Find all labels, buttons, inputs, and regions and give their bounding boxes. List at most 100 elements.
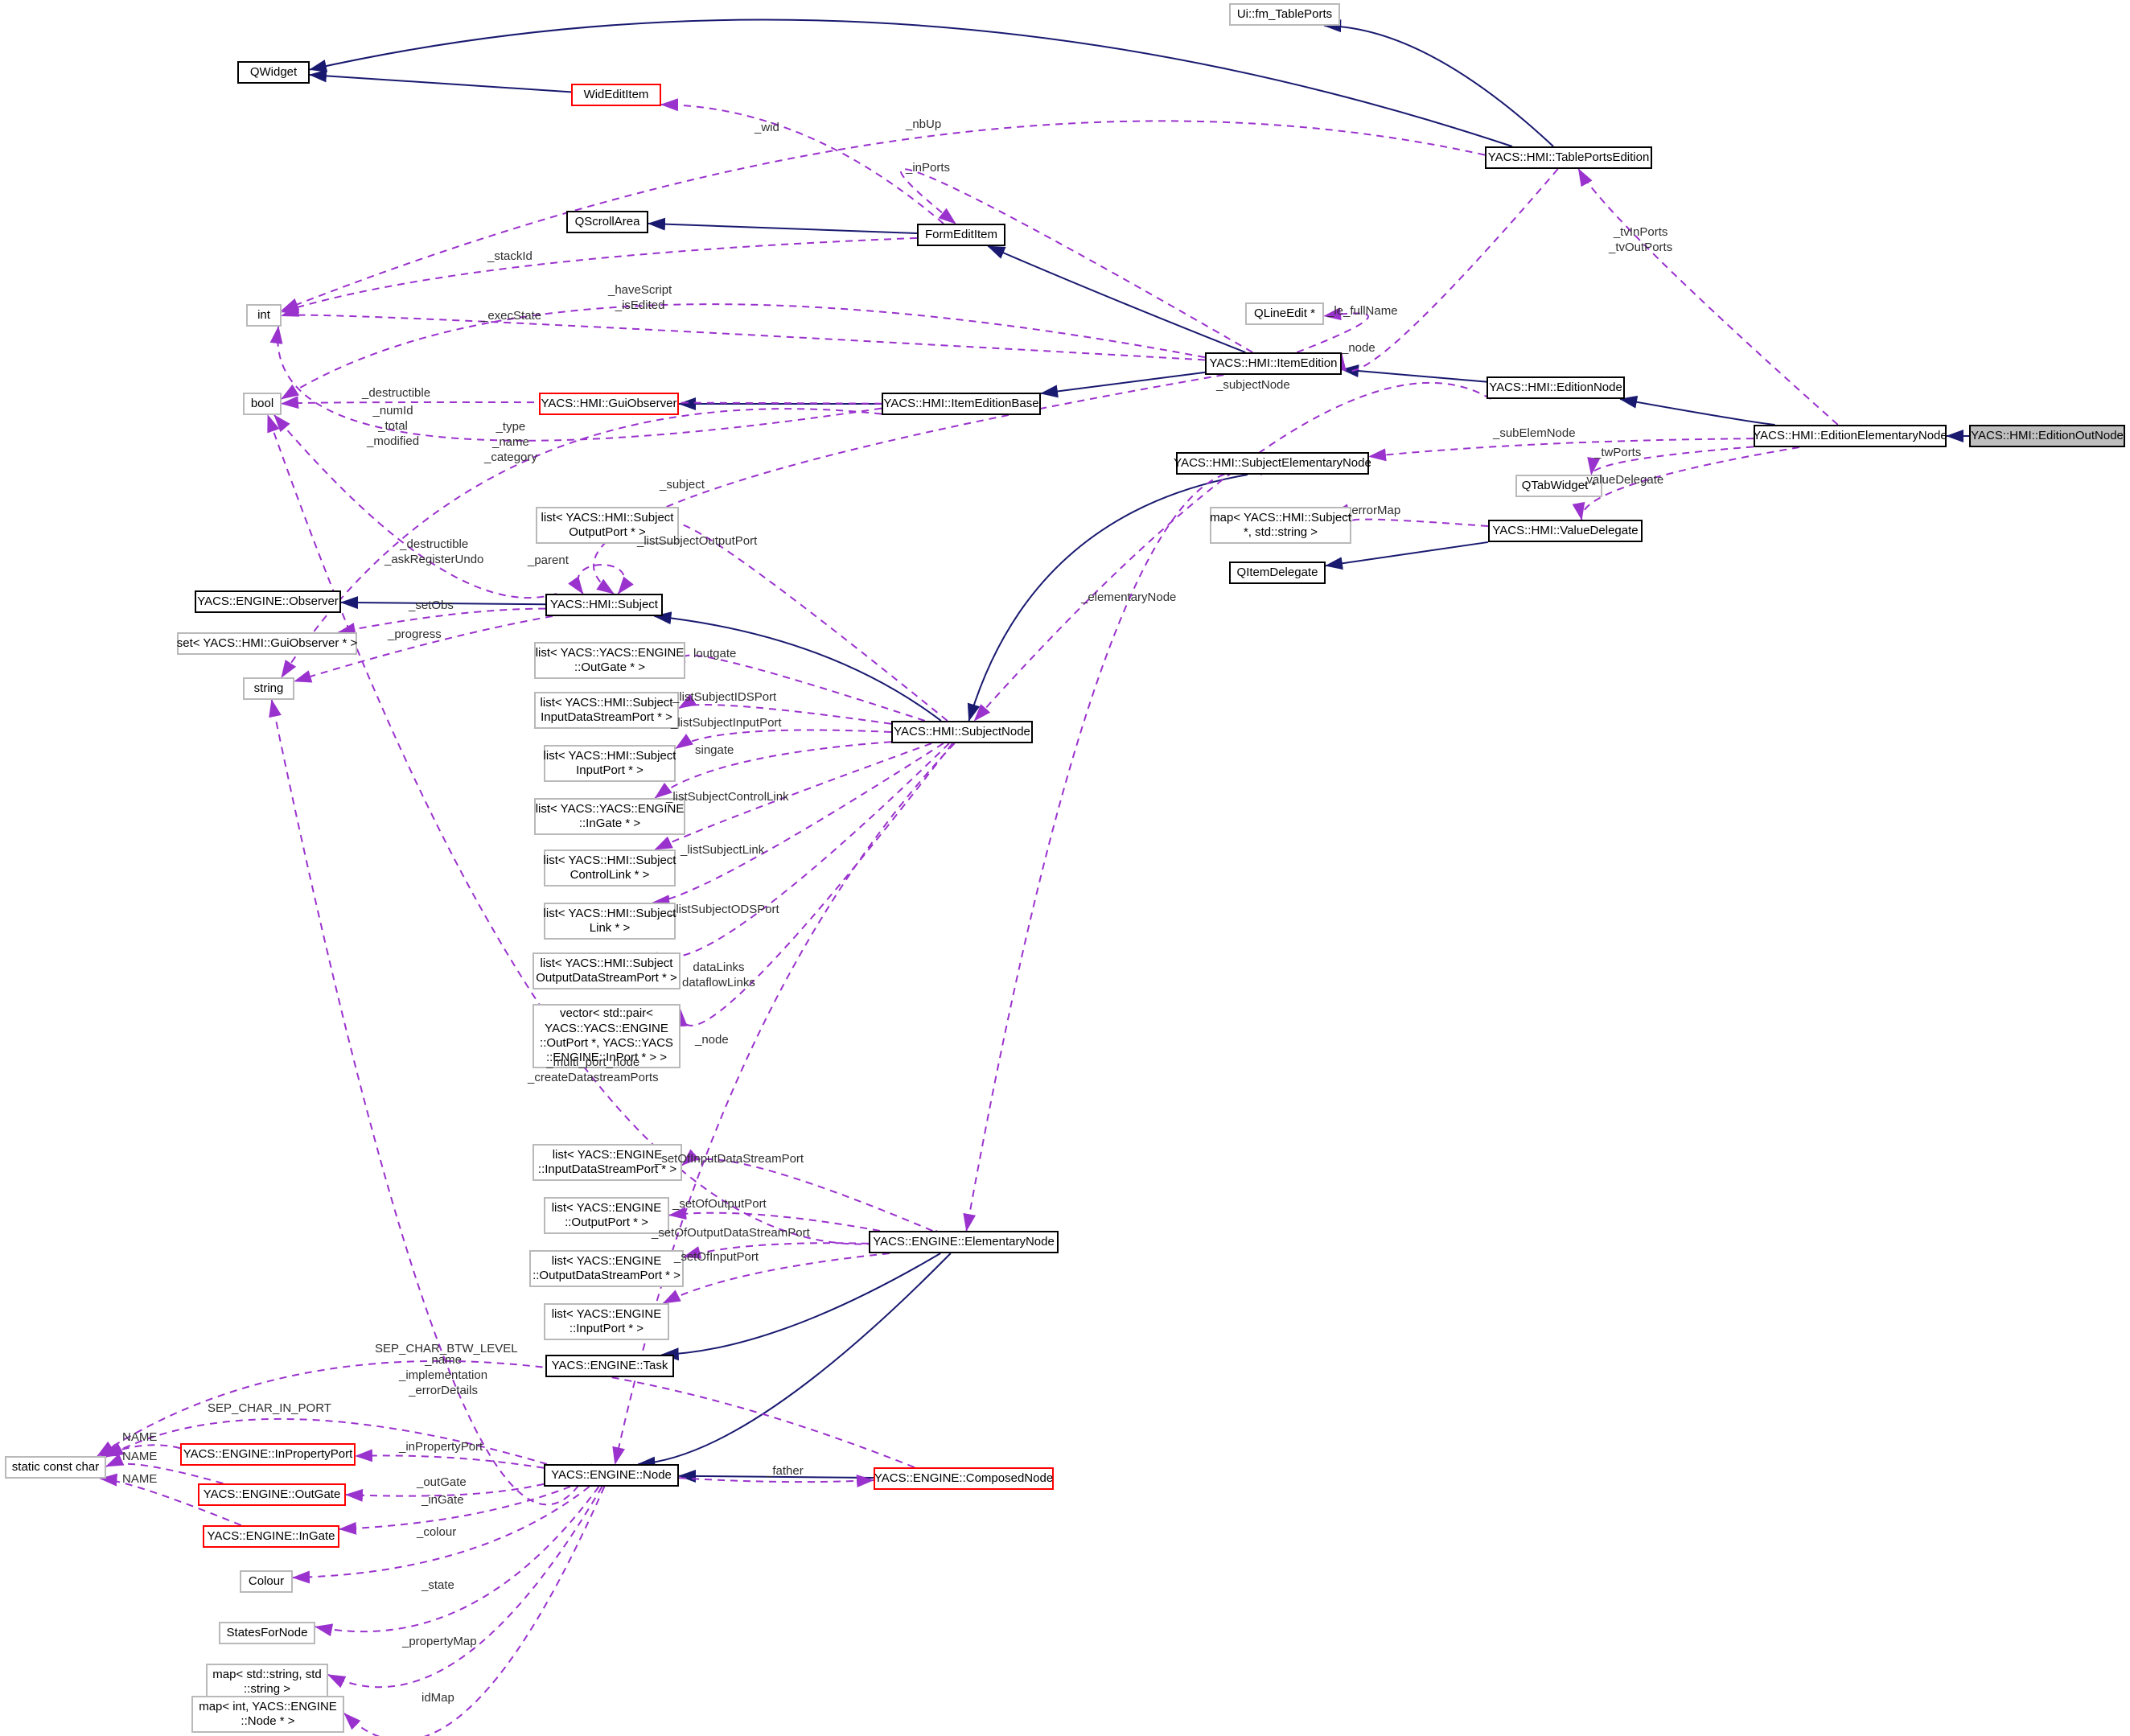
class-node-qscrollarea[interactable]: QScrollArea bbox=[566, 211, 648, 233]
class-node-list_odsp_engine[interactable]: list< YACS::ENGINE::OutputDataStreamPort… bbox=[529, 1250, 684, 1287]
class-node-valuedelegate[interactable]: YACS::HMI::ValueDelegate bbox=[1488, 520, 1643, 542]
edge-label-line: _listSubjectIDSPort bbox=[672, 690, 777, 704]
class-node-map_int_node[interactable]: map< int, YACS::ENGINE::Node * > bbox=[191, 1696, 344, 1733]
class-node-ui_fm_tableports[interactable]: Ui::fm_TablePorts bbox=[1229, 3, 1340, 26]
class-node-int_box[interactable]: int bbox=[246, 304, 282, 327]
class-node-label: ::OutputPort * > bbox=[565, 1216, 648, 1229]
edge-label-line: _category bbox=[484, 450, 537, 464]
class-node-itemeditionbase[interactable]: YACS::HMI::ItemEditionBase bbox=[882, 393, 1041, 415]
class-node-editionnode[interactable]: YACS::HMI::EditionNode bbox=[1486, 376, 1625, 399]
edge-label-itemedition-to-qlineedit: _le_fullName bbox=[1327, 304, 1398, 319]
class-node-subjectnode[interactable]: YACS::HMI::SubjectNode bbox=[891, 721, 1033, 743]
class-node-subjectelementarynode[interactable]: YACS::HMI::SubjectElementaryNode bbox=[1174, 452, 1371, 475]
class-node-ingate[interactable]: YACS::ENGINE::InGate bbox=[203, 1525, 339, 1548]
edge-label-subjectnode-to-list_subj_link: _listSubjectLink bbox=[681, 843, 764, 858]
class-node-list_outgate[interactable]: list< YACS::YACS::ENGINE::OutGate * > bbox=[534, 642, 685, 679]
usage-edge-elementarynode-to-list_odsp_engine bbox=[683, 1242, 870, 1259]
class-node-inpropertyport[interactable]: YACS::ENGINE::InPropertyPort bbox=[180, 1443, 356, 1466]
class-node-label: Link * > bbox=[589, 921, 631, 935]
edge-label-editionelementarynode-to-subjectelementarynode: _subElemNode bbox=[1493, 426, 1576, 442]
usage-edge-node-to-ingate bbox=[339, 1486, 571, 1535]
usage-edge-node-to-map_int_node bbox=[343, 1486, 606, 1736]
class-node-list_outport_engine[interactable]: list< YACS::ENGINE::OutputPort * > bbox=[544, 1197, 669, 1234]
usage-edge-node-to-map_str_str bbox=[327, 1486, 603, 1689]
class-node-tableportsedition[interactable]: YACS::HMI::TablePortsEdition bbox=[1485, 146, 1652, 169]
edge-label-line: _progress bbox=[388, 627, 442, 641]
class-node-bool_box[interactable]: bool bbox=[243, 393, 282, 415]
class-node-label: list< YACS::ENGINE bbox=[551, 1200, 662, 1215]
edge-label-node-to-colour: _colour bbox=[417, 1525, 456, 1541]
class-node-outgate[interactable]: YACS::ENGINE::OutGate bbox=[198, 1483, 346, 1506]
class-node-label: YACS::ENGINE::InGate bbox=[207, 1528, 335, 1543]
usage-edge-subject-to-set_guiobs bbox=[337, 607, 546, 636]
class-node-label: YACS::HMI::ItemEdition bbox=[1209, 356, 1338, 370]
class-node-wideditem[interactable]: WidEditItem bbox=[571, 84, 661, 106]
edge-label-itemeditionbase-to-string_box: _type_name_category bbox=[484, 420, 537, 465]
edge-label-elementarynode-to-list_inport_engine: _setOfInputPort bbox=[674, 1250, 759, 1265]
class-node-label: Colour bbox=[248, 1574, 285, 1588]
class-node-composednode[interactable]: YACS::ENGINE::ComposedNode bbox=[874, 1467, 1054, 1490]
inheritance-edge-tableportsedition-to-ui_fm_tableports bbox=[1323, 19, 1554, 147]
edge-label-line: _stackId bbox=[487, 249, 532, 263]
class-node-set_guiobs[interactable]: set< YACS::HMI::GuiObserver * > bbox=[177, 632, 357, 655]
edge-label-line: _listSubjectControlLink bbox=[666, 790, 789, 804]
class-node-observer[interactable]: YACS::ENGINE::Observer bbox=[195, 590, 341, 613]
class-node-itemedition[interactable]: YACS::HMI::ItemEdition bbox=[1205, 352, 1342, 375]
class-node-label: YACS::HMI::GuiObserver bbox=[541, 396, 677, 410]
class-node-label: YACS::HMI::Subject bbox=[550, 597, 658, 611]
edge-label-subjectnode-to-list_subj_odsport: _listSubjectODSPort bbox=[669, 903, 779, 918]
class-node-subject[interactable]: YACS::HMI::Subject bbox=[545, 594, 663, 616]
class-node-label: *, std::string > bbox=[1243, 525, 1318, 539]
usage-edge-node-to-string_box bbox=[269, 699, 593, 1506]
inheritance-edge-subject-to-observer bbox=[340, 596, 546, 610]
class-node-list_inport_engine[interactable]: list< YACS::ENGINE::InputPort * > bbox=[544, 1303, 669, 1340]
edge-label-line: _inGate bbox=[421, 1493, 464, 1507]
inheritance-edge-wideditem-to-qwidget bbox=[309, 69, 572, 93]
class-node-qlineedit[interactable]: QLineEdit * bbox=[1245, 302, 1324, 325]
edge-label-line: _name bbox=[492, 434, 529, 449]
class-node-vector_pair[interactable]: vector< std::pair<YACS::YACS::ENGINE::Ou… bbox=[532, 1004, 681, 1068]
edge-label-itemeditionbase-to-bool_box: _destructible bbox=[362, 386, 430, 401]
class-node-node[interactable]: YACS::ENGINE::Node bbox=[544, 1464, 679, 1487]
class-node-qtabwidget[interactable]: QTabWidget * bbox=[1515, 475, 1602, 497]
edge-label-inpropertyport-to-static_const_char: NAME bbox=[122, 1430, 157, 1446]
inheritance-edge-elementarynode-to-task bbox=[660, 1253, 941, 1361]
class-node-colour[interactable]: Colour bbox=[240, 1570, 293, 1593]
edge-label-line: _listSubjectOutputPort bbox=[637, 534, 758, 548]
class-node-guiobserver[interactable]: YACS::HMI::GuiObserver bbox=[539, 393, 679, 415]
class-node-label: YACS::HMI::ValueDelegate bbox=[1492, 523, 1639, 537]
class-node-label: map< std::string, std bbox=[212, 1667, 322, 1681]
class-node-map_subj_str[interactable]: map< YACS::HMI::Subject*, std::string > bbox=[1210, 507, 1351, 544]
edge-label-node-to-map_int_node: idMap bbox=[421, 1691, 454, 1706]
class-node-formedititem[interactable]: FormEditItem bbox=[917, 224, 1005, 246]
edge-label-composednode-to-static_const_char: SEP_CHAR_BTW_LEVEL bbox=[375, 1342, 518, 1357]
class-node-label: list< YACS::ENGINE bbox=[552, 1147, 663, 1162]
class-node-label: YACS::HMI::ItemEditionBase bbox=[883, 396, 1039, 410]
class-node-label: list< YACS::ENGINE bbox=[551, 1306, 662, 1321]
class-node-static_const_char[interactable]: static const char bbox=[5, 1456, 106, 1479]
class-node-list_idsp_engine[interactable]: list< YACS::ENGINE::InputDataStreamPort … bbox=[532, 1144, 682, 1181]
class-node-label: static const char bbox=[11, 1459, 100, 1474]
class-node-qitemdelegate[interactable]: QItemDelegate bbox=[1229, 562, 1326, 584]
edge-label-line: _type bbox=[495, 420, 526, 434]
usage-edge-itemedition-to-formedititem bbox=[899, 168, 1253, 353]
class-node-statesfornode[interactable]: StatesForNode bbox=[219, 1622, 315, 1644]
class-node-task[interactable]: YACS::ENGINE::Task bbox=[545, 1355, 674, 1377]
class-node-list_ingate[interactable]: list< YACS::YACS::ENGINE::InGate * > bbox=[534, 798, 685, 835]
class-node-map_str_str[interactable]: map< std::string, std::string > bbox=[206, 1664, 328, 1701]
edge-label-subjectnode-to-list_ingate: singate bbox=[695, 743, 734, 759]
class-node-string_box[interactable]: string bbox=[243, 677, 294, 700]
class-node-editionelementarynode[interactable]: YACS::HMI::EditionElementaryNode bbox=[1753, 425, 1947, 447]
class-node-qwidget[interactable]: QWidget bbox=[237, 61, 310, 84]
edge-label-line: _le_fullName bbox=[1327, 304, 1398, 318]
edge-label-subjectnode-to-list_subj_idsport: _listSubjectIDSPort bbox=[672, 690, 776, 706]
class-node-elementarynode[interactable]: YACS::ENGINE::ElementaryNode bbox=[869, 1231, 1059, 1253]
usage-edge-composednode-to-static_const_char bbox=[97, 1360, 915, 1468]
